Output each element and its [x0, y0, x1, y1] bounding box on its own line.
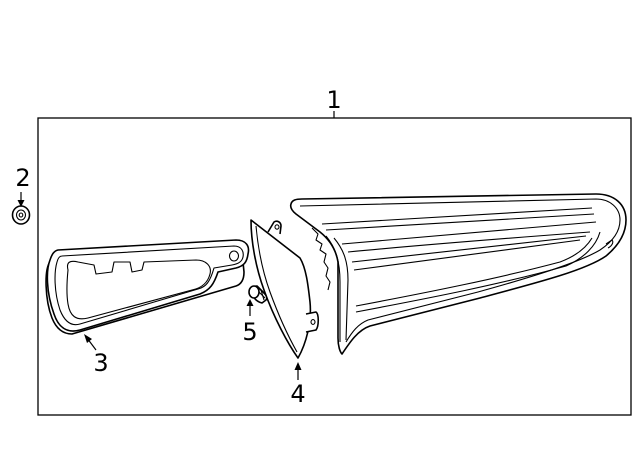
- part-2-grommet: [11, 205, 31, 225]
- callout-2-label: 2: [15, 164, 30, 192]
- callout-5-label: 5: [242, 318, 257, 346]
- tail-lamp-housing: [289, 193, 627, 355]
- callout-3-label: 3: [93, 349, 108, 377]
- callout-5: 5: [242, 299, 258, 346]
- callout-2: 2: [15, 164, 31, 207]
- callout-1: 1: [326, 86, 342, 118]
- part-4-cover-plate: [250, 219, 320, 359]
- callout-3: 3: [84, 334, 109, 377]
- callout-1-label: 1: [326, 86, 341, 114]
- part-3-gasket: [45, 239, 250, 335]
- callout-4: 4: [290, 362, 306, 408]
- callout-4-label: 4: [290, 380, 305, 408]
